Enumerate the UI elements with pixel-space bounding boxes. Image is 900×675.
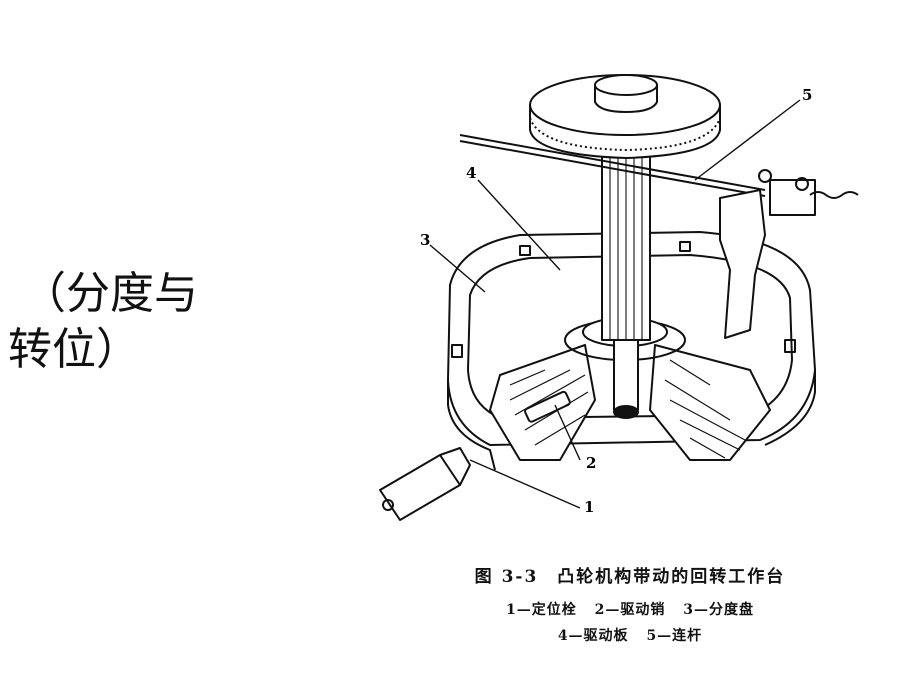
legend-item-5: 5—连杆 [646, 628, 703, 644]
shaft [601, 139, 651, 419]
side-label-line-1: （分度与 [22, 268, 198, 319]
figure-caption: 图 3-3 凸轮机构带动的回转工作台 1—定位栓 2—驱动销 3—分度盘 4—驱… [420, 562, 840, 649]
callout-1: 1 [584, 498, 594, 516]
legend-item-1: 1—定位栓 [506, 602, 577, 618]
caption-legend: 1—定位栓 2—驱动销 3—分度盘 4—驱动板 5—连杆 [420, 597, 840, 649]
side-label-line-2: 转位） [8, 324, 140, 375]
legend-item-4: 4—驱动板 [557, 628, 629, 644]
callout-5: 5 [802, 86, 812, 104]
side-label: （分度与 转位） [8, 266, 198, 378]
callout-4: 4 [466, 164, 476, 182]
top-gear [529, 74, 721, 159]
section-cut [489, 344, 771, 461]
rotary-table-diagram: 1 2 3 4 5 [379, 74, 859, 521]
callout-3: 3 [420, 231, 430, 249]
legend-item-3: 3—分度盘 [683, 602, 754, 618]
legend-item-2: 2—驱动销 [594, 602, 666, 618]
locating-bolt [379, 447, 471, 521]
connecting-rod [459, 134, 859, 339]
callout-2: 2 [586, 454, 596, 472]
caption-title: 图 3-3 凸轮机构带动的回转工作台 [474, 567, 786, 587]
